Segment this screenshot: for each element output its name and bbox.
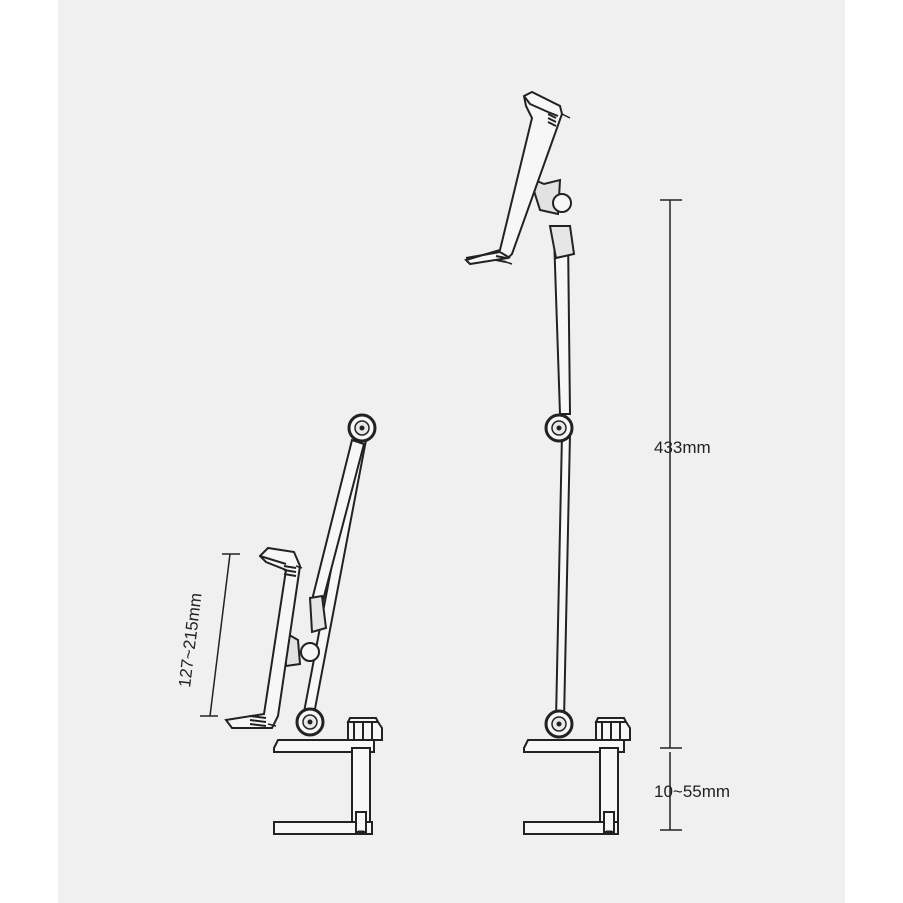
clamp-range-label: 10~55mm: [654, 782, 730, 801]
pole-right: [548, 225, 576, 721]
height-label: 433mm: [654, 438, 711, 457]
arm-left: [302, 436, 368, 716]
width-range-label: 127~215mm: [175, 592, 205, 689]
tablet-holder-right: [464, 90, 572, 266]
clamp-right: [523, 717, 631, 835]
joint-knob-base-right: [544, 709, 574, 739]
dimension-height: [660, 199, 682, 749]
dimension-width: [200, 553, 240, 717]
clamp-left: [273, 717, 383, 835]
joint-knob-middle: [544, 413, 574, 443]
folded-stand: [224, 436, 383, 835]
diagram-background: [58, 0, 845, 903]
tablet-holder-left: [224, 546, 320, 729]
joint-knob-base-left: [295, 707, 325, 737]
joint-knob-top-left: [347, 413, 377, 443]
upright-stand: [464, 90, 631, 835]
dimension-clamp: [660, 752, 682, 831]
